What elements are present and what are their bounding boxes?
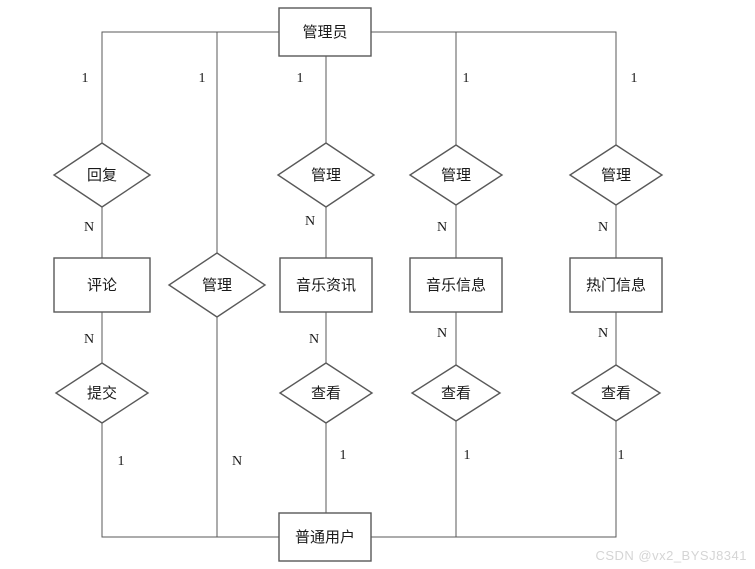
entity-box-normal_user[interactable]: [278, 512, 372, 562]
relationship-label-view_news: 查看: [311, 385, 341, 402]
card-managemusic-music: N: [437, 220, 447, 235]
relationship-diamond-view_news[interactable]: [278, 362, 374, 424]
entity-normal_user[interactable]: 普通用户: [278, 512, 372, 562]
card-hot-view: N: [598, 326, 608, 341]
relationship-diamond-view_music[interactable]: [410, 364, 502, 422]
card-admin-managemusic: 1: [463, 71, 470, 86]
conn-submit-user: [101, 423, 279, 538]
relationship-label-reply: 回复: [87, 166, 117, 184]
relationship-diamond-view_hot[interactable]: [570, 364, 662, 422]
relationship-manage_user[interactable]: 管理: [167, 252, 267, 318]
entity-label-admin: 管理员: [302, 24, 347, 41]
entity-hot_info[interactable]: 热门信息: [569, 257, 663, 313]
relationship-diamond-manage_music[interactable]: [408, 144, 504, 206]
card-admin-managenews: 1: [297, 71, 304, 86]
relationship-label-manage_user: 管理: [202, 277, 232, 294]
relationship-reply[interactable]: 回复: [52, 142, 152, 208]
relationship-view_hot[interactable]: 查看: [570, 364, 662, 422]
relationship-manage_hot[interactable]: 管理: [568, 144, 664, 206]
entity-label-hot_info: 热门信息: [586, 277, 646, 294]
entity-admin[interactable]: 管理员: [278, 7, 372, 57]
card-viewhot-user: 1: [618, 448, 625, 463]
card-admin-manageuser: 1: [199, 71, 206, 86]
relationship-diamond-reply[interactable]: [52, 142, 152, 208]
card-managehot-hot: N: [598, 220, 608, 235]
conn-admin-top-left-bus: [101, 31, 279, 143]
relationship-manage_news[interactable]: 管理: [276, 142, 376, 208]
entity-box-hot_info[interactable]: [569, 257, 663, 313]
entity-music_news[interactable]: 音乐资讯: [279, 257, 373, 313]
card-comment-submit: N: [84, 332, 94, 347]
relationship-label-view_hot: 查看: [601, 385, 631, 402]
relationship-diamond-manage_user[interactable]: [167, 252, 267, 318]
card-admin-reply: 1: [82, 71, 89, 86]
card-admin-managehot: 1: [631, 71, 638, 86]
relationship-submit[interactable]: 提交: [54, 362, 150, 424]
entity-box-admin[interactable]: [278, 7, 372, 57]
card-managenews-news: N: [305, 214, 315, 229]
relationship-label-submit: 提交: [87, 384, 117, 402]
card-music-view: N: [437, 326, 447, 341]
relationship-diamond-submit[interactable]: [54, 362, 150, 424]
relationship-label-manage_hot: 管理: [601, 167, 631, 184]
card-manageuser-user: N: [232, 454, 242, 469]
conn-viewmusic-user: [371, 421, 457, 538]
relationship-view_news[interactable]: 查看: [278, 362, 374, 424]
entity-label-music_info: 音乐信息: [426, 277, 486, 294]
entity-label-normal_user: 普通用户: [295, 529, 355, 546]
entity-box-music_info[interactable]: [409, 257, 503, 313]
conn-viewhot-user: [456, 421, 617, 538]
relationship-diamond-manage_hot[interactable]: [568, 144, 664, 206]
relationship-manage_music[interactable]: 管理: [408, 144, 504, 206]
relationship-view_music[interactable]: 查看: [410, 364, 502, 422]
relationship-diamonds-group: 回复管理管理管理管理提交查看查看查看: [52, 142, 664, 424]
conn-admin-right-bus: [371, 31, 617, 145]
entity-comment[interactable]: 评论: [53, 257, 151, 313]
relationship-label-view_music: 查看: [441, 385, 471, 402]
relationship-diamond-manage_news[interactable]: [276, 142, 376, 208]
entity-music_info[interactable]: 音乐信息: [409, 257, 503, 313]
card-reply-comment: N: [84, 220, 94, 235]
card-viewmusic-user: 1: [464, 448, 471, 463]
entity-label-music_news: 音乐资讯: [296, 277, 356, 294]
entity-box-comment[interactable]: [53, 257, 151, 313]
entity-box-music_news[interactable]: [279, 257, 373, 313]
csdn-watermark: CSDN @vx2_BYSJ8341: [595, 548, 747, 563]
relationship-label-manage_music: 管理: [441, 167, 471, 184]
card-submit-user: 1: [118, 454, 125, 469]
card-news-view: N: [309, 332, 319, 347]
relationship-label-manage_news: 管理: [311, 167, 341, 184]
connector-lines-group: [101, 31, 617, 538]
entity-label-comment: 评论: [87, 277, 117, 294]
card-viewnews-user: 1: [340, 448, 347, 463]
